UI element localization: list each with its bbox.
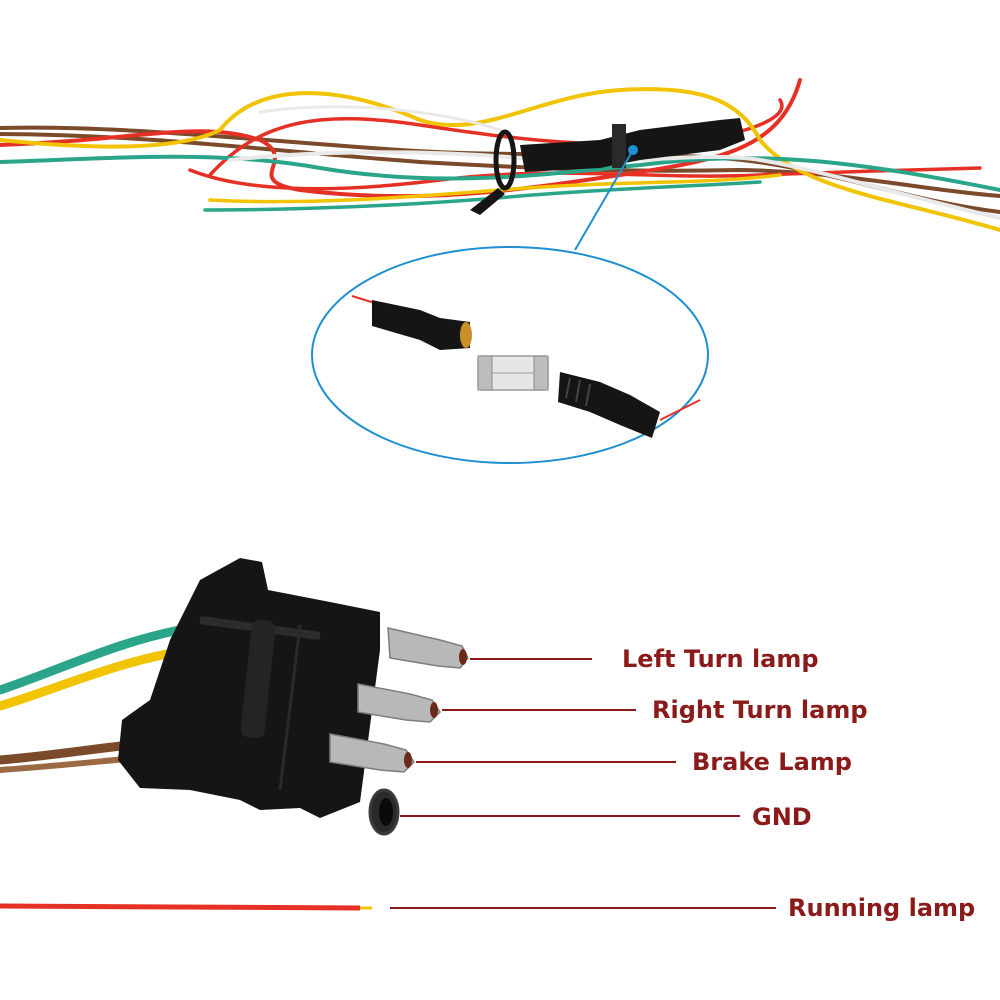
label-gnd: GND <box>752 803 812 831</box>
connector-pins <box>329 627 469 773</box>
trailer-connector-plug <box>118 558 400 836</box>
green-wire-2 <box>203 180 762 212</box>
red-wire-3 <box>188 166 982 191</box>
green-wire <box>0 154 1000 192</box>
white-wire-2 <box>258 105 502 132</box>
pin-brake <box>329 733 415 773</box>
fuse-holder-left <box>351 295 472 350</box>
green-lead <box>0 623 195 695</box>
glass-fuse <box>477 355 549 391</box>
leader-lines <box>390 658 776 909</box>
fuse-holder-right <box>558 372 701 438</box>
yellow-wire <box>0 87 1000 232</box>
red-wire-2 <box>208 98 784 177</box>
label-running-lamp: Running lamp <box>788 894 976 922</box>
label-brake-lamp: Brake Lamp <box>692 748 852 776</box>
fuse-detail-callout <box>311 149 709 464</box>
label-right-turn-lamp: Right Turn lamp <box>652 696 868 724</box>
pin-right-turn <box>357 683 441 723</box>
inline-fuse-holder <box>470 118 745 215</box>
label-left-turn-lamp: Left Turn lamp <box>622 645 819 673</box>
wire-bundle <box>0 78 1000 232</box>
yellow-lead <box>0 645 195 711</box>
pin-left-turn <box>387 627 469 669</box>
running-lamp-wire <box>0 903 372 911</box>
